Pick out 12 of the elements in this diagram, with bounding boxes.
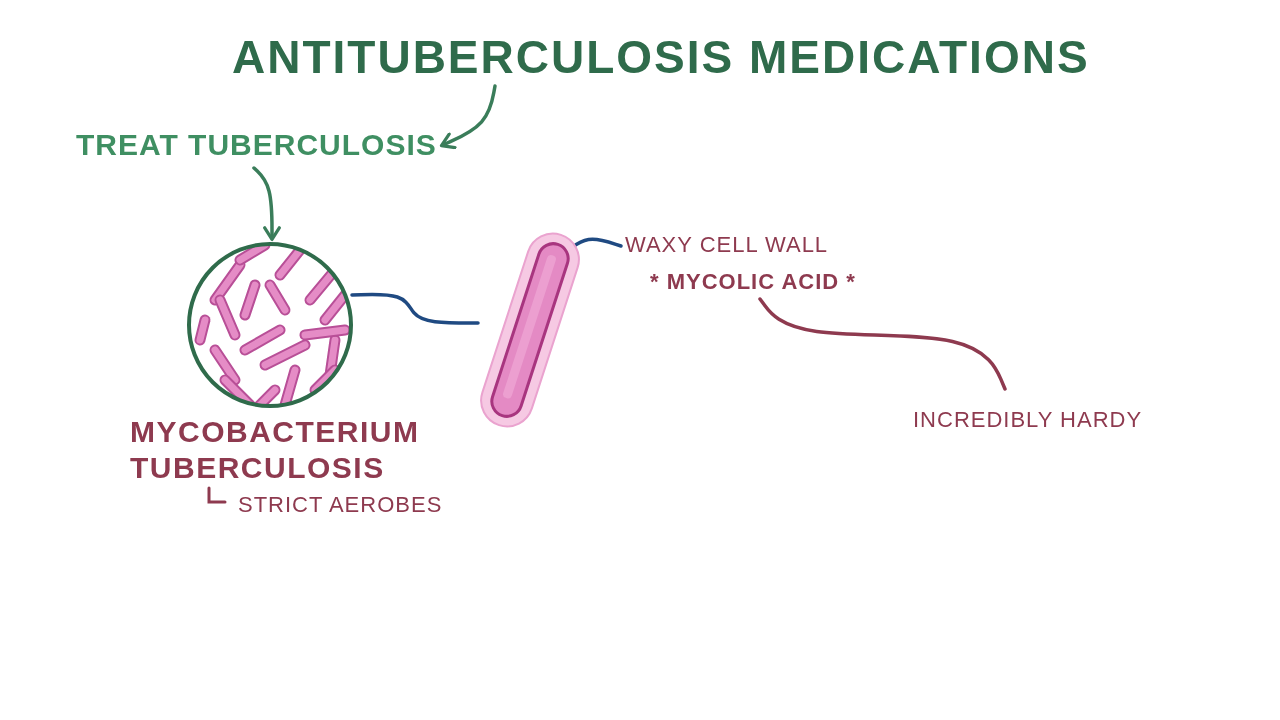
connector-line — [572, 237, 623, 248]
arrow — [252, 166, 281, 242]
note-text: TREAT TUBERCULOSIS — [76, 128, 437, 162]
arrow — [439, 84, 497, 150]
note-text: WAXY CELL WALL — [625, 232, 829, 258]
note-text: STRICT AEROBES — [238, 492, 443, 518]
organism-name: MYCOBACTERIUM TUBERCULOSIS — [130, 414, 415, 486]
connector-line — [350, 292, 480, 325]
connector-line — [758, 297, 1007, 391]
note-text: * MYCOLIC ACID * — [650, 269, 856, 295]
note-text: INCREDIBLY HARDY — [913, 407, 1143, 433]
title: ANTITUBERCULOSIS MEDICATIONS — [232, 30, 1090, 84]
